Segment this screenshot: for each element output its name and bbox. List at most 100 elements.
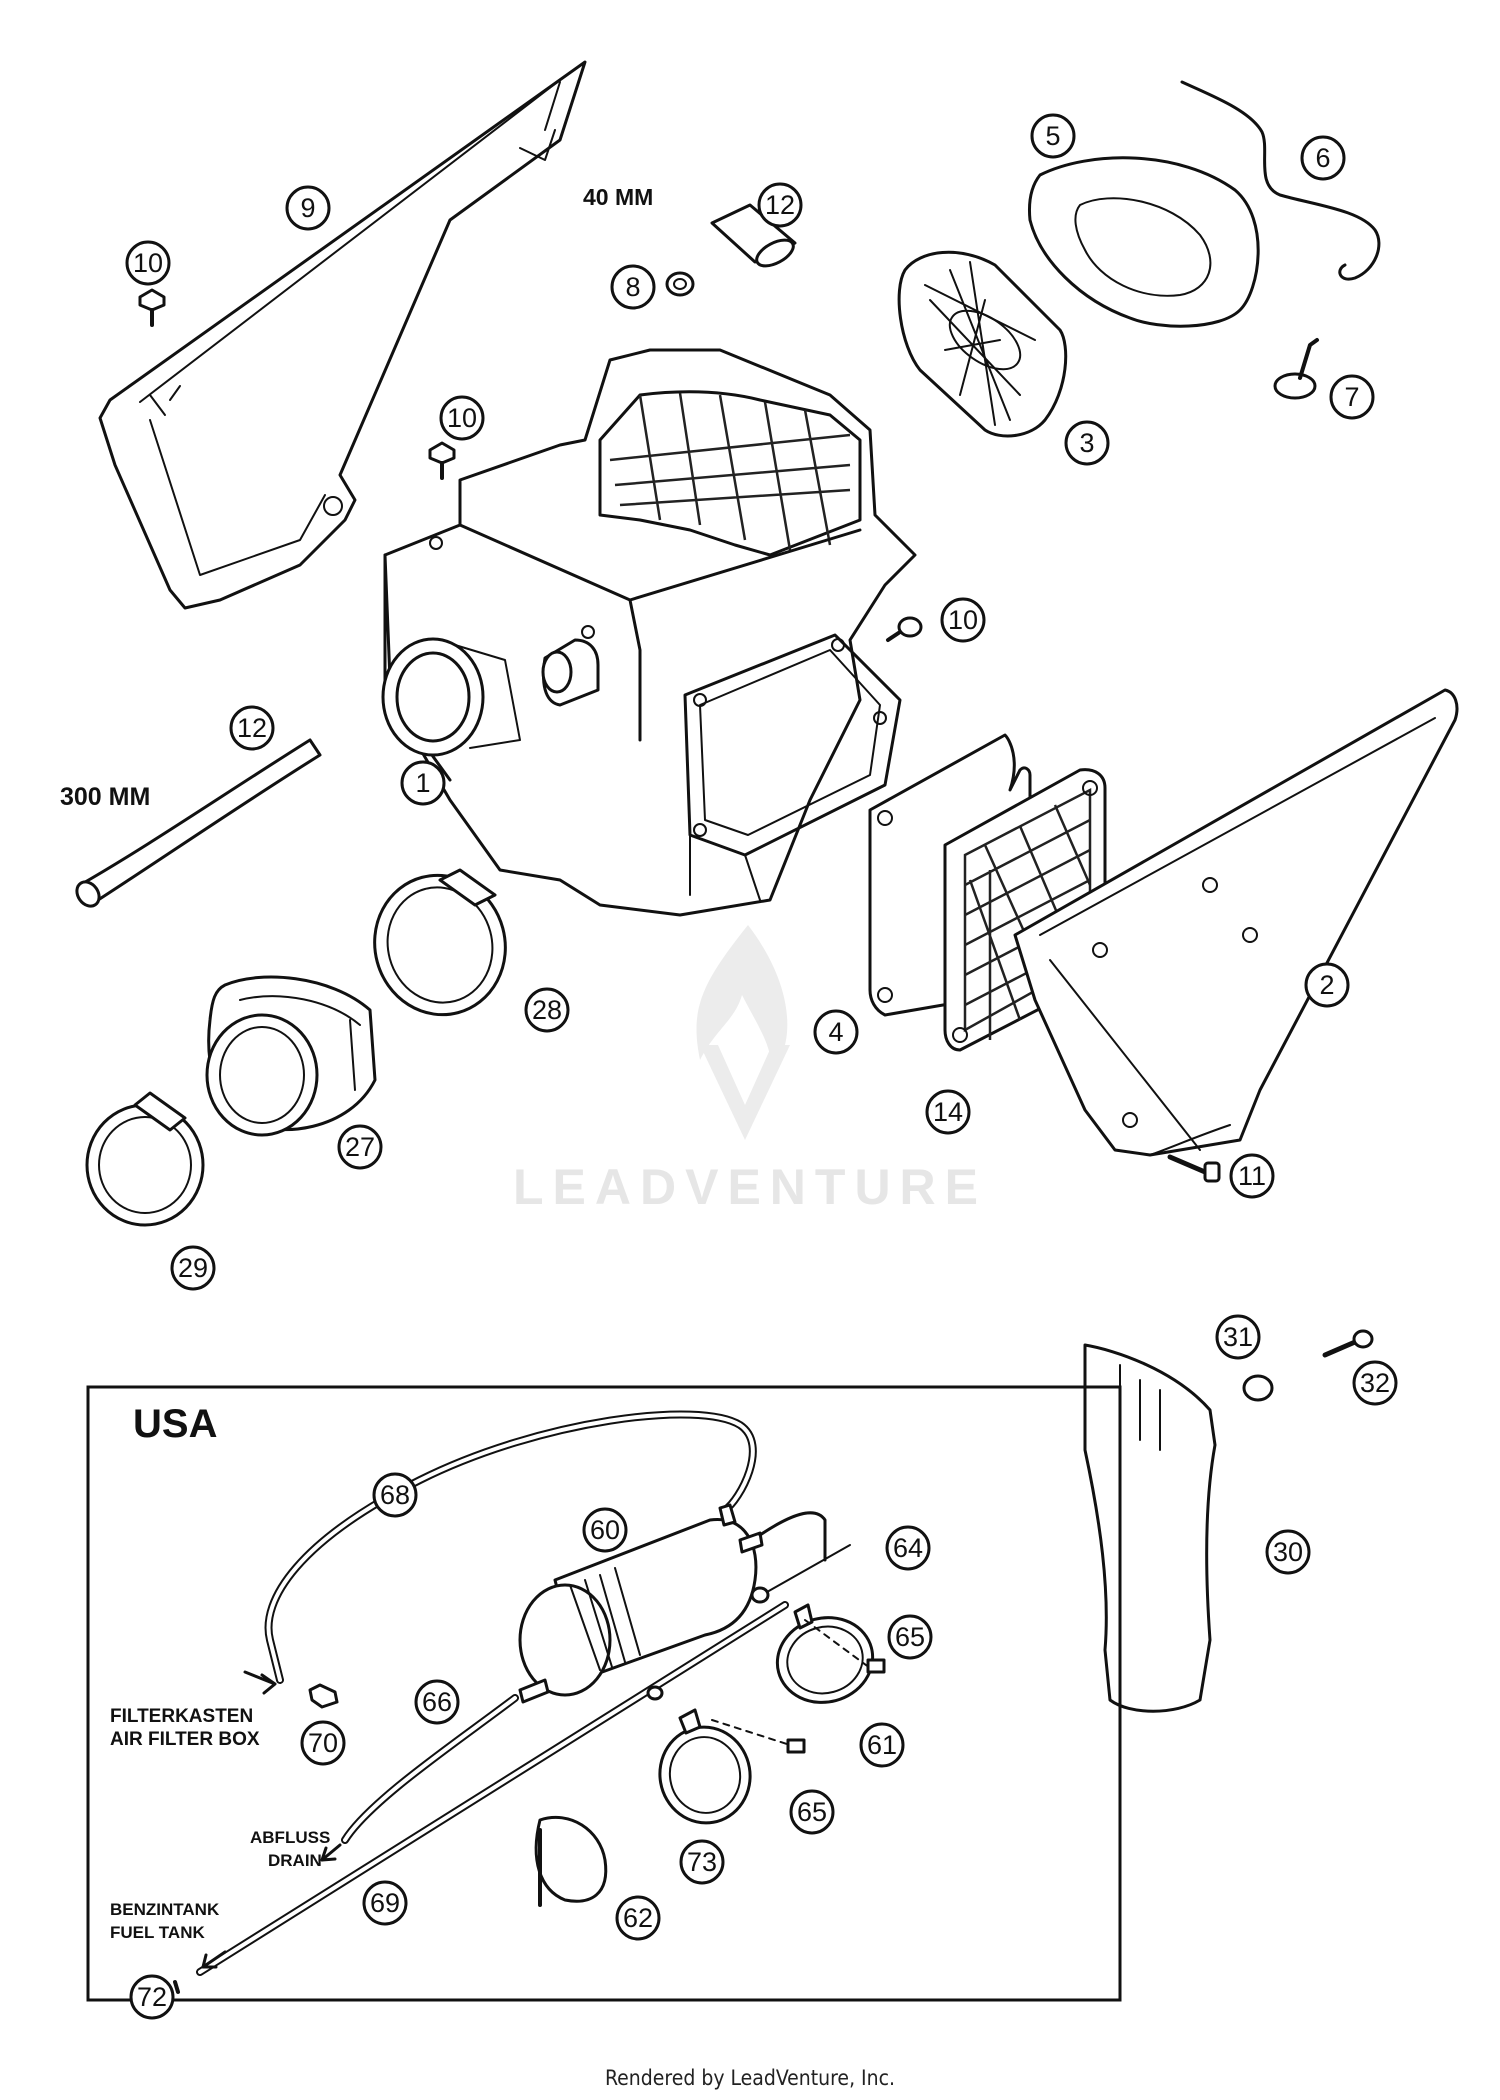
- svg-text:65: 65: [895, 1622, 925, 1652]
- svg-text:30: 30: [1273, 1537, 1303, 1567]
- callout-10-c: 10: [940, 597, 986, 643]
- svg-text:6: 6: [1315, 143, 1330, 173]
- svg-text:3: 3: [1079, 428, 1094, 458]
- callout-3: 3: [1064, 420, 1110, 466]
- fuel-tank-label: FUEL TANK: [110, 1923, 205, 1942]
- callout-5: 5: [1030, 113, 1076, 159]
- svg-text:4: 4: [828, 1017, 843, 1047]
- part-32-bolt: [1322, 1329, 1374, 1358]
- svg-text:10: 10: [133, 248, 163, 278]
- drain-label: DRAIN: [268, 1851, 322, 1870]
- callout-4: 4: [813, 1009, 859, 1055]
- svg-text:27: 27: [345, 1132, 375, 1162]
- callout-12-a: 12: [757, 182, 803, 228]
- part-1-air-filter-box: [381, 348, 917, 917]
- svg-text:10: 10: [447, 403, 477, 433]
- callout-60: 60: [582, 1507, 628, 1553]
- callout-31: 31: [1215, 1314, 1261, 1360]
- length-40mm-label: 40 MM: [583, 184, 653, 210]
- callout-12-b: 12: [229, 705, 275, 751]
- usa-detail-box: USA FILTERKASTEN AIR FILTER BOX ABFLUSS …: [86, 1385, 1122, 2002]
- svg-text:29: 29: [178, 1253, 208, 1283]
- callout-10-a: 10: [125, 240, 171, 286]
- svg-text:8: 8: [625, 272, 640, 302]
- part-3-filter-cage: [897, 250, 1068, 438]
- callout-72: 72: [129, 1974, 175, 2020]
- svg-text:28: 28: [532, 995, 562, 1025]
- part-12-short-hose: [710, 203, 797, 268]
- callout-14: 14: [925, 1089, 971, 1135]
- part-7-filter-stud: [1273, 338, 1319, 400]
- part-28-hose-clamp: [373, 868, 507, 1017]
- callout-29: 29: [170, 1245, 216, 1291]
- callout-10-b: 10: [439, 395, 485, 441]
- abfluss-label: ABFLUSS: [250, 1828, 330, 1847]
- svg-text:12: 12: [237, 713, 267, 743]
- callout-1: 1: [400, 760, 446, 806]
- callout-27: 27: [337, 1124, 383, 1170]
- benzintank-label: BENZINTANK: [110, 1900, 220, 1919]
- svg-text:14: 14: [933, 1097, 963, 1127]
- filterkasten-label: FILTERKASTEN: [110, 1706, 253, 1727]
- part-29-hose-clamp: [85, 1091, 205, 1227]
- part-30-mud-flap: [1083, 1343, 1217, 1713]
- svg-text:11: 11: [1238, 1161, 1266, 1191]
- svg-text:69: 69: [370, 1888, 400, 1918]
- svg-text:70: 70: [308, 1728, 338, 1758]
- svg-text:60: 60: [590, 1515, 620, 1545]
- usa-heading: USA: [133, 1402, 217, 1446]
- part-8-grommet: [665, 271, 695, 297]
- svg-text:12: 12: [765, 190, 795, 220]
- svg-text:5: 5: [1045, 121, 1060, 151]
- part-9-side-cover-left: [98, 60, 587, 610]
- part-10-screw-c: [886, 616, 923, 642]
- svg-text:9: 9: [300, 193, 315, 223]
- callout-7: 7: [1329, 374, 1375, 420]
- leadventure-watermark: LEADVENTURE: [513, 925, 987, 1215]
- callout-32: 32: [1352, 1360, 1398, 1406]
- part-12-long-hose: [75, 738, 322, 908]
- part-10-screw-a: [138, 288, 166, 327]
- callout-64: 64: [885, 1525, 931, 1571]
- part-31-washer: [1242, 1374, 1274, 1402]
- svg-text:1: 1: [415, 768, 430, 798]
- part-6-wire-clip: [1180, 80, 1381, 281]
- callout-70: 70: [300, 1720, 346, 1766]
- callout-61: 61: [859, 1722, 905, 1768]
- svg-text:2: 2: [1319, 970, 1334, 1000]
- part-10-screw-b: [428, 441, 456, 480]
- callout-65-a: 65: [887, 1614, 933, 1660]
- svg-text:10: 10: [948, 605, 978, 635]
- part-27-intake-boot: [205, 975, 377, 1137]
- callout-69: 69: [362, 1880, 408, 1926]
- svg-text:64: 64: [893, 1533, 923, 1563]
- callout-6: 6: [1300, 135, 1346, 181]
- svg-text:32: 32: [1360, 1368, 1390, 1398]
- svg-text:73: 73: [687, 1847, 717, 1877]
- callout-2: 2: [1304, 962, 1350, 1008]
- callout-73: 73: [679, 1839, 725, 1885]
- callout-28: 28: [524, 987, 570, 1033]
- svg-text:68: 68: [380, 1480, 410, 1510]
- svg-text:31: 31: [1223, 1322, 1253, 1352]
- svg-text:61: 61: [867, 1730, 897, 1760]
- part-11-screw: [1167, 1154, 1221, 1183]
- svg-text:72: 72: [137, 1982, 167, 2012]
- svg-text:62: 62: [623, 1903, 653, 1933]
- svg-text:66: 66: [422, 1687, 452, 1717]
- part-5-filter-seal-ring: [1028, 156, 1260, 328]
- callout-66: 66: [414, 1679, 460, 1725]
- svg-text:65: 65: [797, 1797, 827, 1827]
- watermark-text: LEADVENTURE: [513, 1159, 987, 1215]
- svg-text:7: 7: [1344, 382, 1359, 412]
- part-2-side-cover-right: [1013, 688, 1459, 1157]
- callout-65-b: 65: [789, 1789, 835, 1835]
- callout-62: 62: [615, 1895, 661, 1941]
- callout-8: 8: [610, 264, 656, 310]
- footer-credit: Rendered by LeadVenture, Inc.: [605, 2066, 895, 2090]
- callout-11: 11: [1229, 1153, 1275, 1199]
- length-300mm-label: 300 MM: [60, 783, 150, 811]
- callout-68: 68: [372, 1472, 418, 1518]
- callout-30: 30: [1265, 1529, 1311, 1575]
